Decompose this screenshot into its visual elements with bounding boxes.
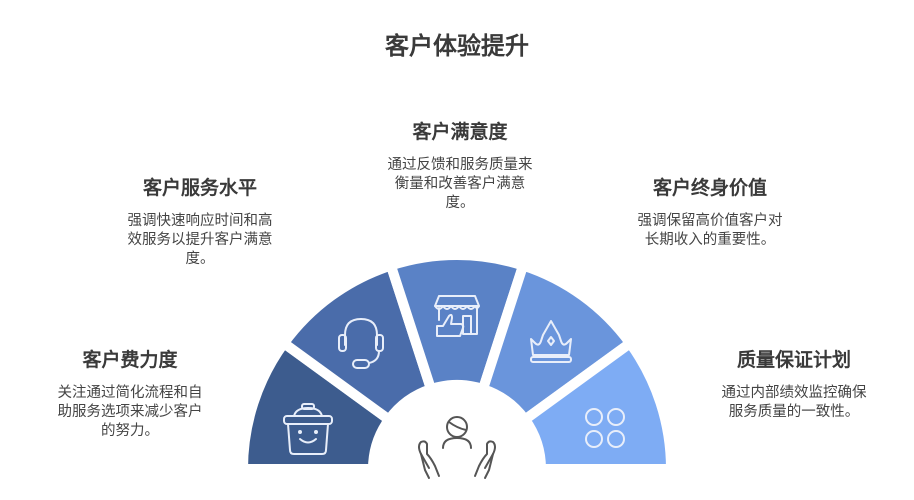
block-lifetime: 客户终身价值 强调保留高价值客户对 长期收入的重要性。 bbox=[610, 176, 810, 250]
segment-quality bbox=[518, 336, 677, 474]
block-quality: 质量保证计划 通过内部绩效监控确保 服务质量的一致性。 bbox=[684, 348, 904, 422]
heading-lifetime: 客户终身价值 bbox=[652, 177, 767, 199]
segment-effort bbox=[237, 336, 396, 474]
heading-quality: 质量保证计划 bbox=[736, 349, 851, 371]
headset-icon bbox=[338, 318, 384, 369]
segment-lifetime bbox=[476, 259, 638, 427]
desc-satisfaction: 通过反馈和服务质量来 衡量和改善客户满意 度。 bbox=[387, 157, 533, 211]
desc-lifetime: 强调保留高价值客户对 长期收入的重要性。 bbox=[637, 213, 783, 248]
four-circles-icon bbox=[585, 408, 625, 448]
store-thumbs-up-icon bbox=[434, 295, 480, 337]
block-effort: 客户费力度 关注通过简化流程和自 助服务选项来减少客户 的努力。 bbox=[20, 348, 240, 441]
crown-icon bbox=[530, 320, 572, 363]
block-service: 客户服务水平 强调快速响应时间和高 效服务以提升客户满意 度。 bbox=[100, 176, 300, 269]
desc-quality: 通过内部绩效监控确保 服务质量的一致性。 bbox=[721, 385, 867, 420]
hands-person-icon bbox=[418, 416, 496, 479]
basket-smile-icon bbox=[283, 403, 333, 455]
block-satisfaction: 客户满意度 通过反馈和服务质量来 衡量和改善客户满意 度。 bbox=[350, 120, 570, 213]
heading-service: 客户服务水平 bbox=[142, 177, 257, 199]
segment-service bbox=[276, 259, 438, 427]
heading-satisfaction: 客户满意度 bbox=[412, 121, 508, 143]
desc-effort: 关注通过简化流程和自 助服务选项来减少客户 的努力。 bbox=[57, 385, 203, 439]
page-title: 客户体验提升 bbox=[385, 32, 529, 60]
desc-service: 强调快速响应时间和高 效服务以提升客户满意 度。 bbox=[127, 213, 273, 267]
heading-effort: 客户费力度 bbox=[82, 349, 178, 371]
